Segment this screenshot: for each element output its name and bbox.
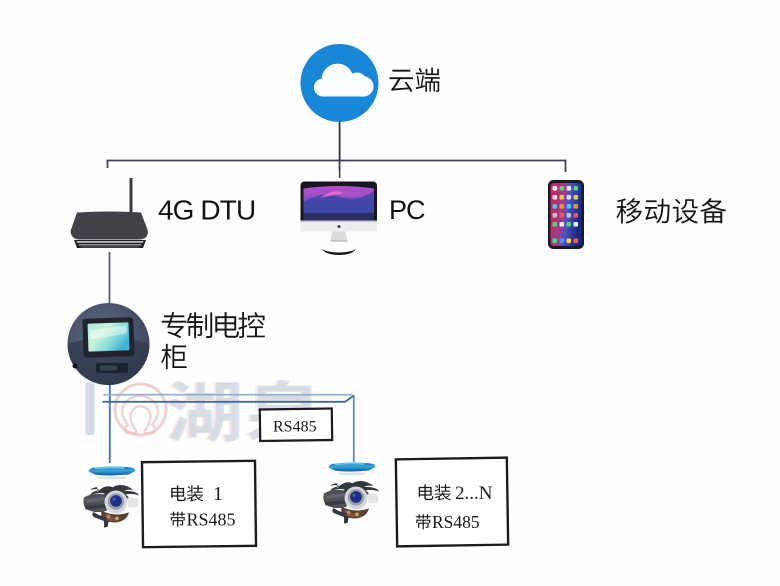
svg-text:PC: PC [389,195,425,225]
svg-text:RS485: RS485 [432,512,480,532]
svg-text:4G DTU: 4G DTU [158,195,255,226]
svg-text:RS485: RS485 [273,419,317,436]
svg-text:1: 1 [213,483,223,505]
svg-text:RS485: RS485 [187,510,236,530]
svg-text:2...N: 2...N [455,483,493,504]
